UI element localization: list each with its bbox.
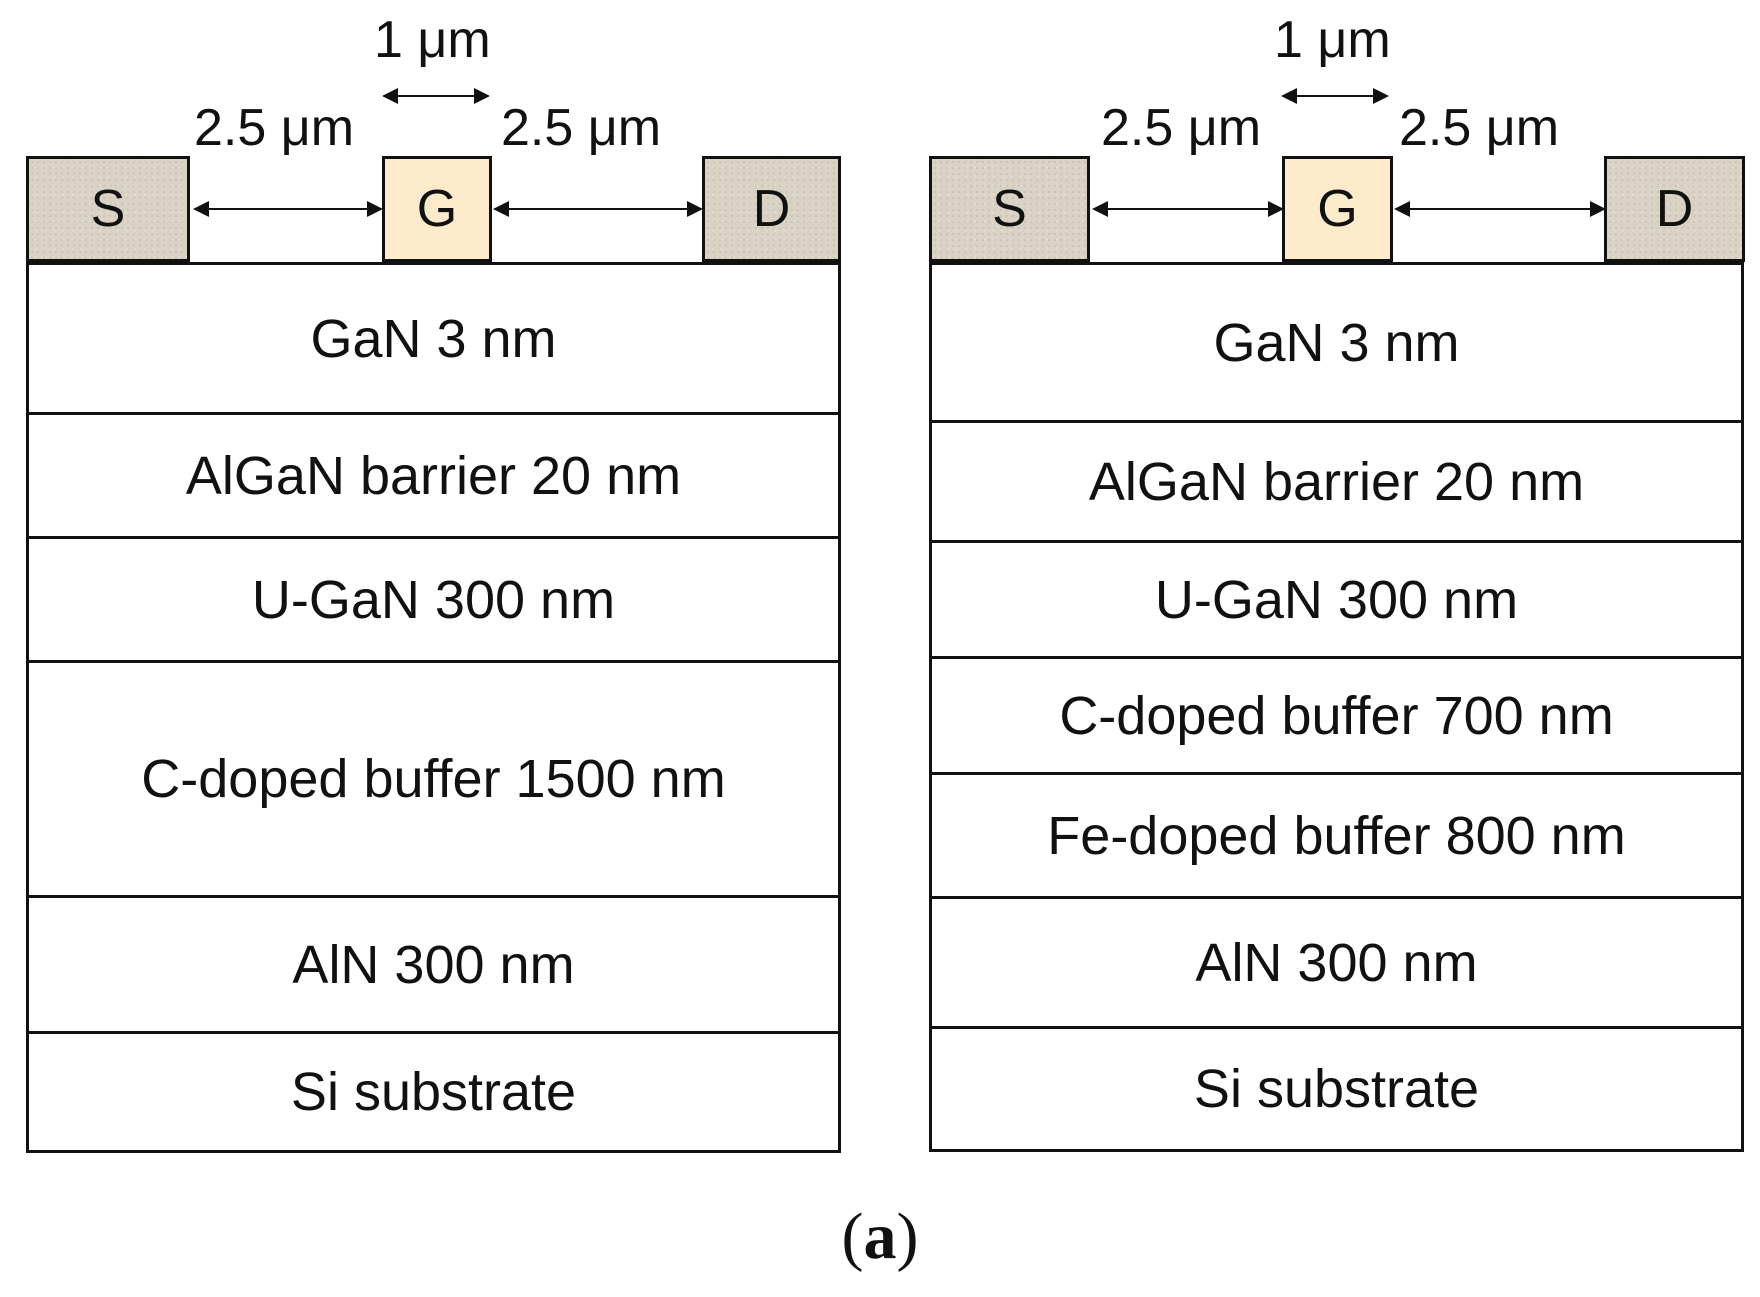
layer-u-gan: U-GaN 300 nm [29, 536, 838, 660]
gate-source-spacing-label: 2.5 μm [194, 99, 355, 157]
source-contact: S [929, 156, 1090, 262]
caption-open-paren: ( [841, 1200, 864, 1273]
gate-length-arrow [1281, 88, 1389, 104]
gate-drain-arrow [493, 201, 703, 217]
gate-source-spacing-label: 2.5 μm [1101, 99, 1262, 157]
layer-si-substrate: Si substrate [29, 1031, 838, 1150]
gate-length-arrow [382, 88, 490, 104]
layer-c-doped-buffer: C-doped buffer 1500 nm [29, 660, 838, 895]
gate-contact: G [382, 156, 492, 262]
gate-drain-spacing-label: 2.5 μm [501, 99, 662, 157]
layer-stack: GaN 3 nm AlGaN barrier 20 nm U-GaN 300 n… [929, 262, 1744, 1152]
layer-fe-doped-buffer: Fe-doped buffer 800 nm [932, 772, 1741, 896]
gate-source-arrow [1092, 201, 1284, 217]
layer-gan-cap: GaN 3 nm [932, 262, 1741, 420]
layer-stack: GaN 3 nm AlGaN barrier 20 nm U-GaN 300 n… [26, 262, 841, 1153]
gate-contact: G [1282, 156, 1393, 262]
layer-u-gan: U-GaN 300 nm [932, 540, 1741, 656]
drain-contact: D [702, 156, 841, 262]
drain-contact: D [1604, 156, 1745, 262]
layer-algan-barrier: AlGaN barrier 20 nm [932, 420, 1741, 540]
device-cross-section-left: 1 μm 2.5 μm 2.5 μm S G D GaN 3 nm AlGaN … [26, 0, 846, 1170]
gate-drain-arrow [1394, 201, 1606, 217]
gate-length-label: 1 μm [1274, 11, 1391, 69]
gate-source-arrow [193, 201, 383, 217]
caption-letter: a [863, 1200, 897, 1273]
caption-close-paren: ) [896, 1200, 919, 1273]
layer-gan-cap: GaN 3 nm [29, 262, 838, 412]
gate-length-label: 1 μm [374, 11, 491, 69]
layer-aln: AlN 300 nm [29, 895, 838, 1031]
layer-c-doped-buffer: C-doped buffer 700 nm [932, 656, 1741, 772]
figure-caption: (a) [0, 1202, 1760, 1272]
layer-aln: AlN 300 nm [932, 896, 1741, 1026]
source-contact: S [26, 156, 190, 262]
device-cross-section-right: 1 μm 2.5 μm 2.5 μm S G D GaN 3 nm AlGaN … [929, 0, 1749, 1170]
gate-drain-spacing-label: 2.5 μm [1399, 99, 1560, 157]
layer-algan-barrier: AlGaN barrier 20 nm [29, 412, 838, 536]
layer-si-substrate: Si substrate [932, 1026, 1741, 1149]
